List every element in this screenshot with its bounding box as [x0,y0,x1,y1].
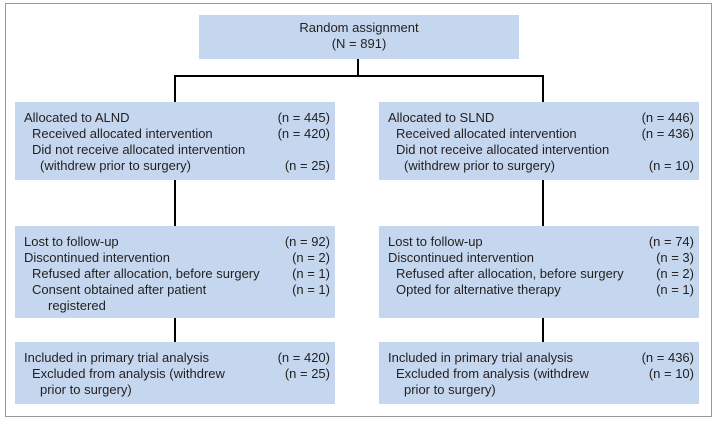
row-count: (n = 1) [656,282,694,297]
alnd-followup-box: Lost to follow-up (n = 92) Discontinued … [15,226,335,318]
connector-top-stem [357,59,359,76]
analysis-row: Included in primary trial analysis (n = … [388,350,694,366]
row-label: Discontinued intervention [388,250,534,265]
row-label: prior to surgery) [404,382,496,397]
row-label: prior to surgery) [40,382,132,397]
row-count: (n = 436) [641,126,694,141]
row-count: (n = 420) [277,350,330,365]
row-count: (n = 1) [292,266,330,281]
followup-row: Lost to follow-up (n = 92) [24,234,330,250]
allocation-row: Did not receive allocated intervention [388,142,694,158]
row-count: (n = 92) [284,234,330,249]
row-count: (n = 2) [656,266,694,281]
row-label: Did not receive allocated intervention [32,142,246,157]
random-assignment-box: Random assignment (N = 891) [199,15,519,59]
connector-right-drop [542,75,544,102]
row-label: registered [48,298,106,313]
row-label: Received allocated intervention [32,126,213,141]
analysis-row: prior to surgery) [388,382,694,398]
row-count: (n = 436) [641,350,694,365]
allocation-row: Received allocated intervention (n = 436… [388,126,694,142]
slnd-followup-box: Lost to follow-up (n = 74) Discontinued … [379,226,699,318]
row-label: Lost to follow-up [24,234,119,249]
followup-row: Lost to follow-up (n = 74) [388,234,694,250]
allocation-row: Allocated to ALND (n = 445) [24,110,330,126]
connector-right-bottom [542,318,544,342]
followup-row: Consent obtained after patient (n = 1) [24,282,330,298]
row-count: (n = 74) [648,234,694,249]
slnd-analysis-box: Included in primary trial analysis (n = … [379,342,699,404]
row-count: (n = 25) [284,366,330,381]
allocation-row: Allocated to SLND (n = 446) [388,110,694,126]
followup-row: Opted for alternative therapy (n = 1) [388,282,694,298]
allocation-row: (withdrew prior to surgery) (n = 10) [388,158,694,174]
connector-horizontal [174,75,544,77]
row-label: Excluded from analysis (withdrew [396,366,589,381]
slnd-allocation-box: Allocated to SLND (n = 446) Received all… [379,102,699,180]
analysis-row: Excluded from analysis (withdrew (n = 10… [388,366,694,382]
row-label: Included in primary trial analysis [24,350,209,365]
row-label: Refused after allocation, before surgery [32,266,260,281]
allocation-row: (withdrew prior to surgery) (n = 25) [24,158,330,174]
analysis-row: Included in primary trial analysis (n = … [24,350,330,366]
row-label: (withdrew prior to surgery) [404,158,555,173]
random-assignment-count: (N = 891) [331,36,387,51]
row-label: Excluded from analysis (withdrew [32,366,225,381]
analysis-row: Excluded from analysis (withdrew (n = 25… [24,366,330,382]
allocation-row: Received allocated intervention (n = 420… [24,126,330,142]
row-label: Discontinued intervention [24,250,170,265]
followup-row: Refused after allocation, before surgery… [24,266,330,282]
row-label: Received allocated intervention [396,126,577,141]
row-count: (n = 3) [656,250,694,265]
random-assignment-title: Random assignment [299,20,419,35]
allocation-row: Did not receive allocated intervention [24,142,330,158]
alnd-analysis-box: Included in primary trial analysis (n = … [15,342,335,404]
followup-row: registered [24,298,330,314]
row-label: Did not receive allocated intervention [396,142,610,157]
row-label: Opted for alternative therapy [396,282,561,297]
connector-left-mid [174,180,176,226]
row-label: Lost to follow-up [388,234,483,249]
row-count: (n = 420) [277,126,330,141]
followup-row: Discontinued intervention (n = 2) [24,250,330,266]
row-count: (n = 10) [648,158,694,173]
row-count: (n = 445) [277,110,330,125]
connector-left-drop [174,75,176,102]
row-label: Consent obtained after patient [32,282,207,297]
diagram-frame [5,3,712,417]
row-label: Allocated to SLND [388,110,495,125]
row-count: (n = 10) [648,366,694,381]
connector-right-mid [542,180,544,226]
analysis-row: prior to surgery) [24,382,330,398]
row-count: (n = 2) [292,250,330,265]
row-count: (n = 1) [292,282,330,297]
alnd-allocation-box: Allocated to ALND (n = 445) Received all… [15,102,335,180]
row-label: (withdrew prior to surgery) [40,158,191,173]
connector-left-bottom [174,318,176,342]
followup-row: Refused after allocation, before surgery… [388,266,694,282]
row-label: Refused after allocation, before surgery [396,266,624,281]
row-label: Allocated to ALND [24,110,130,125]
followup-row: Discontinued intervention (n = 3) [388,250,694,266]
row-count: (n = 25) [284,158,330,173]
row-count: (n = 446) [641,110,694,125]
row-label: Included in primary trial analysis [388,350,573,365]
